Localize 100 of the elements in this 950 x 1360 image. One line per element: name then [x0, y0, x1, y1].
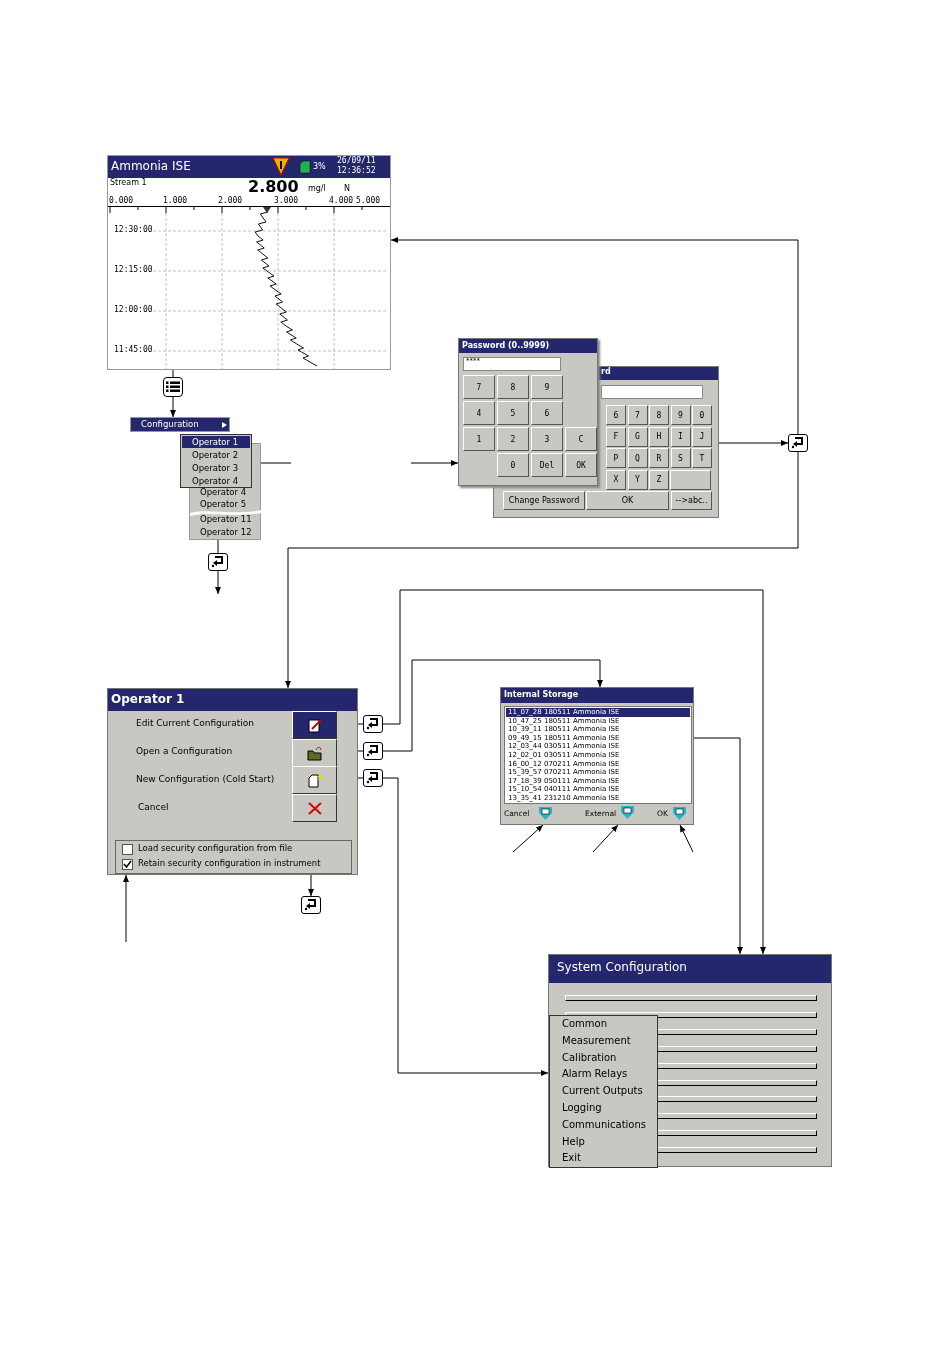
window-title: Password (0..9999)	[462, 341, 550, 351]
menu-item: Exit	[562, 1152, 581, 1164]
arrow	[382, 589, 766, 955]
option-label: Cancel	[138, 803, 169, 813]
dropdown-menu	[549, 1015, 658, 1168]
dialog-window	[548, 954, 832, 1167]
arrow	[308, 874, 314, 897]
dialog-window	[500, 687, 694, 825]
checkbox-label: Retain security configuration in instrument	[138, 859, 321, 869]
axis-tick-label: 0.000	[109, 196, 134, 206]
list-item: Operator 1	[182, 436, 250, 448]
date-text: 26/09/11	[337, 157, 376, 166]
key-button: J	[692, 426, 712, 447]
arrow	[285, 451, 799, 689]
enter-key-icon	[301, 896, 321, 914]
axis-tick-label: 12:15:00	[114, 266, 153, 275]
key-button: 5	[497, 401, 529, 425]
key-button: 8	[649, 405, 669, 425]
arrow	[123, 874, 129, 943]
list-item: Operator 11	[200, 515, 252, 525]
unit-label: N	[344, 185, 350, 194]
key-button: I	[670, 426, 691, 447]
key-button: 6	[531, 401, 563, 425]
menu-item: Measurement	[562, 1034, 631, 1046]
key-button: Q	[627, 448, 648, 468]
key-button: 2	[497, 427, 529, 451]
menu-item: Communications	[562, 1118, 647, 1130]
arrow	[679, 824, 694, 853]
window-title: Internal Storage	[504, 691, 579, 700]
key-button: 0	[497, 453, 529, 477]
arrow	[512, 824, 544, 853]
menu-item: Alarm Relays	[562, 1068, 628, 1080]
enter-key-icon	[788, 434, 808, 452]
status-text: 3%	[313, 163, 326, 172]
key-button: Change Password	[503, 491, 585, 510]
menu-item: Help	[562, 1135, 585, 1147]
key-button: H	[649, 426, 669, 447]
list-item: Operator 5	[200, 500, 247, 510]
menu-item: Calibration	[562, 1051, 617, 1063]
option-label: Edit Current Configuration	[136, 719, 254, 729]
key-button: 3	[531, 427, 563, 451]
key-button: 7	[463, 375, 495, 399]
menu-key-icon	[163, 377, 183, 397]
key-button: R	[649, 448, 669, 468]
key-button: 0	[692, 405, 712, 425]
key-button: 7	[627, 405, 648, 425]
measured-value: 2.800	[248, 178, 299, 196]
list-item: Operator 4	[191, 475, 240, 487]
key-button: 6	[606, 405, 626, 425]
checkbox-label: Load security configuration from file	[138, 844, 293, 854]
arrow	[592, 824, 619, 853]
key-button: G	[627, 426, 648, 447]
list-item: Operator 4	[200, 488, 247, 498]
enter-key-icon	[363, 769, 383, 787]
dialog-window	[107, 688, 358, 875]
time-text: 12:36:52	[337, 167, 376, 176]
key-button: Z	[649, 469, 669, 490]
key-button: T	[692, 448, 712, 468]
key-button: 8	[497, 375, 529, 399]
keypad-dialog	[458, 338, 598, 486]
key-button: OK	[565, 453, 597, 477]
menu-item: Common	[562, 1018, 608, 1029]
connector-line	[357, 750, 364, 752]
window-title: System Configuration	[557, 961, 687, 975]
key-button: OK	[586, 491, 669, 510]
axis-tick-label: 12:30:00	[114, 226, 153, 235]
dropdown-list	[180, 434, 252, 488]
connector-line	[217, 539, 219, 554]
key-button: C	[565, 427, 597, 451]
connector-line	[172, 369, 174, 378]
arrow	[170, 396, 176, 418]
connector-line	[357, 723, 364, 725]
key-button: F	[606, 426, 626, 447]
key-button: P	[606, 448, 626, 468]
arrow	[390, 237, 799, 435]
axis-tick-label: 5.000	[356, 196, 381, 206]
axis-tick-label: 1.000	[163, 196, 188, 206]
screen-title: Ammonia ISE	[111, 160, 191, 174]
arrow	[382, 777, 549, 1076]
menu-item-label: Configuration	[141, 420, 199, 430]
key-button: Del	[531, 453, 563, 477]
unit-label: mg/l	[308, 185, 326, 194]
key-button: 4	[463, 401, 495, 425]
enter-key-icon	[363, 742, 383, 760]
menu-item: Logging	[562, 1102, 602, 1113]
menu-item: Current Outputs	[562, 1085, 643, 1097]
key-button: X	[606, 469, 626, 490]
axis-tick-label: 12:00:00	[114, 306, 153, 315]
connector-line	[260, 462, 292, 464]
window-title: Operator 1	[111, 693, 185, 707]
arrow	[693, 737, 743, 955]
axis-tick-label: 2.000	[218, 196, 243, 206]
key-button: 9	[531, 375, 563, 399]
axis-tick-label: 3.000	[274, 196, 299, 206]
key-button: Y	[627, 469, 648, 490]
list-item: Operator 3	[191, 462, 240, 474]
arrow	[382, 659, 603, 752]
enter-key-icon	[208, 553, 228, 571]
axis-tick-label: 11:45:00	[114, 346, 153, 355]
arrow	[718, 440, 789, 446]
